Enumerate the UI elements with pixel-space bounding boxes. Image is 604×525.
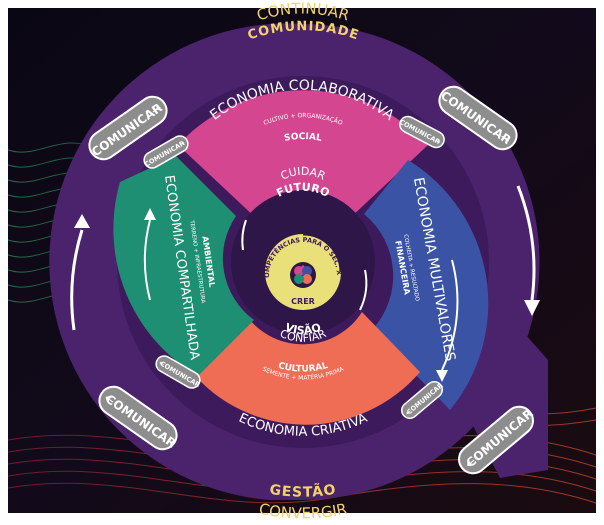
sub-big-colaborativa: SOCIAL [283, 132, 322, 144]
arrow-center-left [241, 219, 247, 251]
arrow-right-down-head [524, 300, 540, 316]
center-flower-icon [290, 262, 316, 288]
label-convergir: CONVERGIR [257, 500, 348, 521]
arrow-inner-left-head [144, 208, 156, 220]
label-visao: VISÃO [283, 321, 322, 338]
label-cuidar: CUIDAR [279, 165, 328, 183]
arrow-inner-right [441, 259, 459, 371]
arrow-left-icon: ← [404, 407, 414, 417]
arrow-left-up [70, 229, 84, 331]
center-spiral-line [302, 232, 343, 273]
sub-big-criativa: CULTURAL [277, 361, 329, 375]
sector-economia-criativa [190, 312, 420, 425]
arrow-left-up-head [74, 214, 90, 228]
label-crer: CRER [291, 297, 315, 306]
sector-economia-colaborativa [178, 90, 428, 218]
arrow-right-down [516, 185, 536, 301]
label-gestao: GESTÃO [268, 482, 337, 501]
arrow-right-icon: → [433, 136, 442, 146]
arrow-right-icon: → [178, 139, 187, 149]
flow-arrows [70, 185, 540, 382]
label-confiar: CONFIAR [278, 327, 328, 345]
arrow-left-icon: ← [157, 359, 166, 369]
comunicar-small-top-right[interactable]: COMUNICAR → [397, 114, 447, 151]
arrow-inner-right-head [436, 370, 448, 382]
arrow-center-right [359, 269, 368, 311]
arrow-inner-left [143, 219, 151, 301]
label-futuro: FUTURO [274, 181, 331, 200]
